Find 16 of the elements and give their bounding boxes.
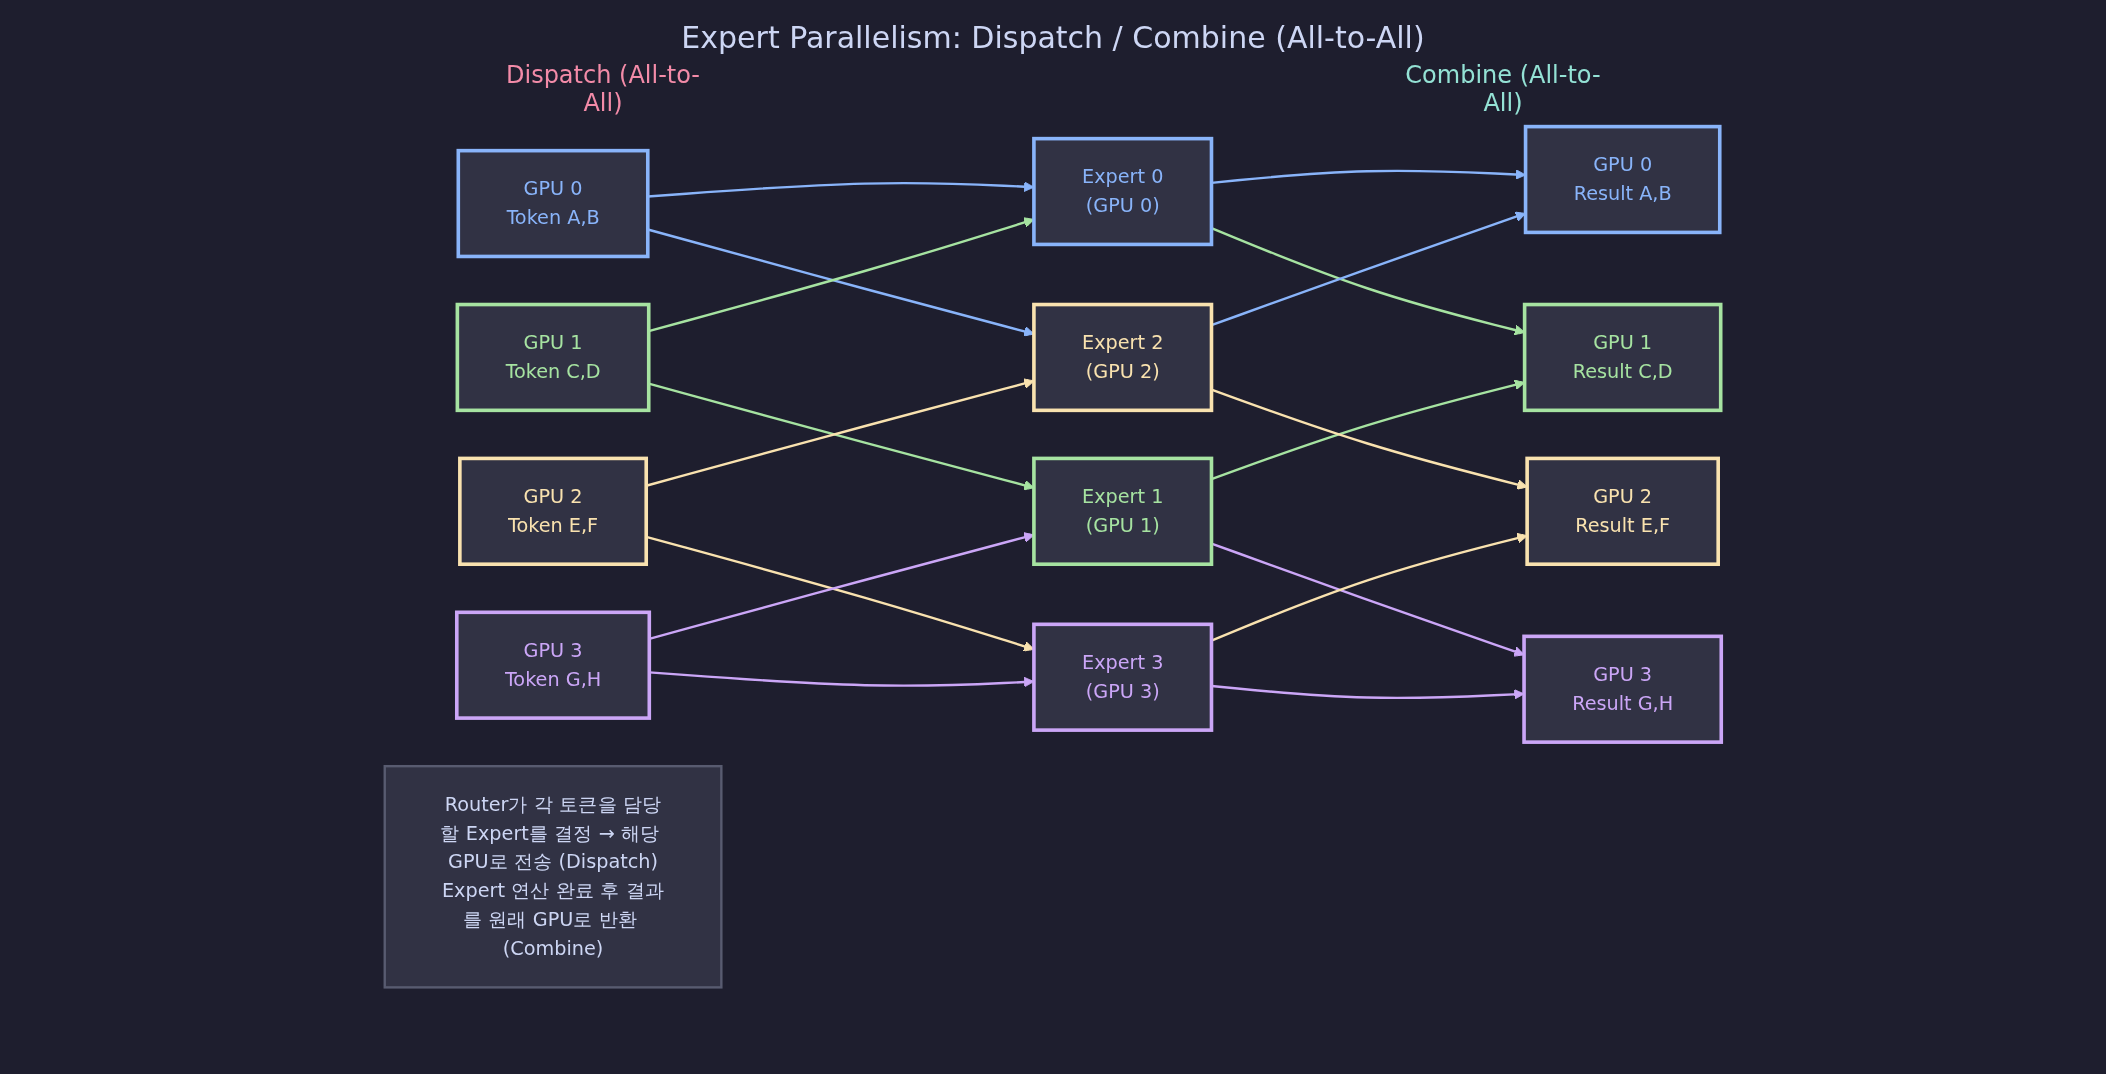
node-box: GPU 2 Result E,F [1525,456,1720,566]
node-box: Expert 3 (GPU 3) [1032,622,1214,732]
node-box: GPU 1 Token C,D [455,302,651,413]
node-box: Expert 2 (GPU 2) [1032,302,1214,413]
node-box: GPU 0 Result A,B [1523,124,1722,235]
node-box: GPU 3 Result G,H [1522,634,1724,744]
phase-label: Combine (All-to-All) [1404,61,1602,117]
node-box: GPU 2 Token E,F [458,456,649,566]
node-box: Expert 0 (GPU 0) [1032,136,1214,247]
node-box: Expert 1 (GPU 1) [1032,456,1214,566]
phase-label: Dispatch (All-to-All) [505,61,701,117]
node-box: GPU 3 Token G,H [455,610,652,720]
node-box: Router가 각 토큰을 담당할 Expert를 결정 → 해당 GPU로 전송 (Dispatch) Expert 연산 완료 후 결과를 원래 GPU로 반환 (Combine) [383,764,723,989]
diagram-title: Expert Parallelism: Dispatch / Combine (All-to-All) [681,20,1425,55]
node-box: GPU 0 Token A,B [456,148,650,259]
node-box: GPU 1 Result C,D [1522,302,1723,413]
